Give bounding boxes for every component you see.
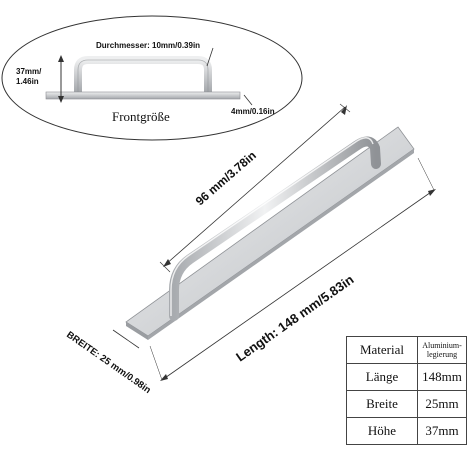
spec-value-material: Aluminium- legierung bbox=[417, 336, 467, 364]
table-row: Material Aluminium- legierung bbox=[346, 336, 467, 364]
spec-key-width: Breite bbox=[346, 390, 418, 418]
thickness-label: 4mm/0.16in bbox=[231, 107, 275, 116]
inset-caption: Frontgröße bbox=[112, 109, 170, 124]
spec-value-length: 148mm bbox=[417, 363, 467, 391]
spec-value-width: 25mm bbox=[417, 390, 467, 418]
spec-value-material-text: Aluminium- legierung bbox=[422, 341, 462, 359]
table-row: Höhe 37mm bbox=[346, 417, 467, 445]
length-label: Length: 148 mm/5.83in bbox=[233, 272, 356, 365]
height-label-line1: 37mm/ bbox=[16, 67, 42, 76]
spec-table: Material Aluminium- legierung Länge 148m… bbox=[346, 336, 467, 445]
dimension-lines bbox=[112, 103, 436, 381]
thickness-pointer bbox=[243, 94, 253, 106]
hole-spacing-line bbox=[164, 106, 346, 266]
spec-key-length: Länge bbox=[346, 363, 418, 391]
table-row: Breite 25mm bbox=[346, 390, 467, 418]
hole-spacing-label: 96 mm/3.78in bbox=[193, 148, 259, 208]
width-label: BREITE: 25 mm/0.98in bbox=[64, 329, 153, 396]
table-row: Länge 148mm bbox=[346, 363, 467, 391]
spec-key-height: Höhe bbox=[346, 417, 418, 445]
spec-value-height: 37mm bbox=[417, 417, 467, 445]
diameter-pointer bbox=[206, 47, 214, 67]
main-handle bbox=[125, 126, 415, 340]
spec-key-material: Material bbox=[346, 336, 418, 364]
height-label-line2: 1.46in bbox=[16, 77, 39, 86]
length-line bbox=[161, 189, 435, 381]
inset-ellipse bbox=[1, 15, 303, 141]
diameter-label: Durchmesser: 10mm/0.39in bbox=[96, 41, 200, 50]
front-view-inset: Durchmesser: 10mm/0.39in 37mm/ 1.46in 4m… bbox=[1, 15, 303, 141]
inset-plate bbox=[45, 91, 241, 100]
width-line bbox=[112, 329, 140, 349]
